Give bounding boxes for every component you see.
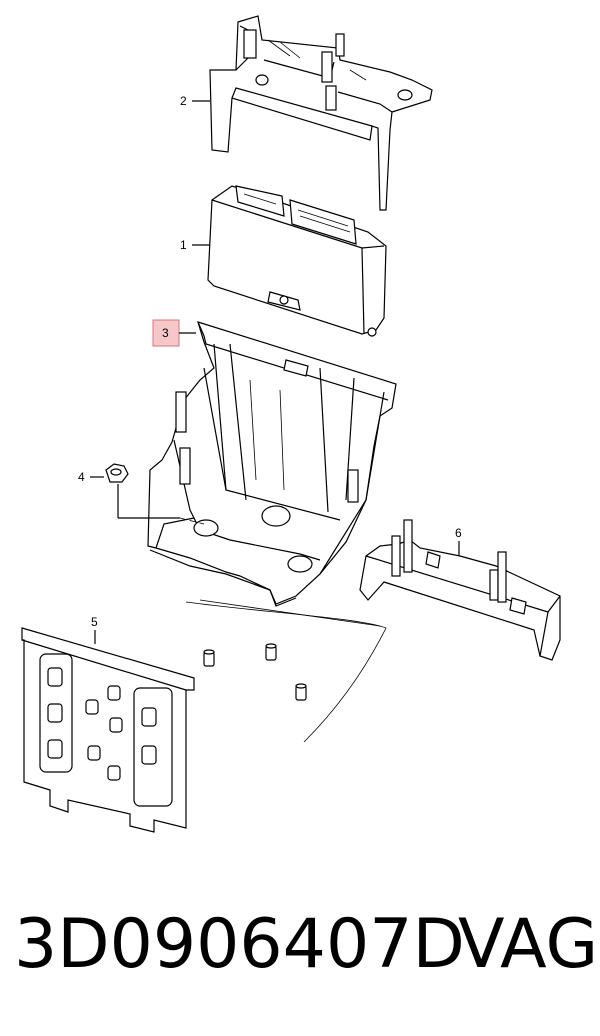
callout-label-3: 3 (162, 326, 169, 340)
brand-label: VAG (458, 905, 599, 984)
callout-4: 4 (78, 470, 104, 484)
exploded-parts-diagram: 2 1 3 4 5 6 (21, 15, 561, 833)
part-3-holder (147, 321, 397, 607)
part-6-connector-bracket (359, 519, 561, 661)
part-number: 3D0906407D (14, 905, 465, 984)
callout-label-5: 5 (91, 615, 98, 629)
callout-3: 3 (152, 319, 196, 347)
callout-5: 5 (91, 615, 98, 644)
callout-label-1: 1 (180, 238, 187, 252)
part-1-control-unit (207, 185, 387, 337)
part-5-relay-plate (21, 627, 195, 833)
footer: 3D0906407D VAG (0, 905, 600, 1005)
callout-label-2: 2 (180, 94, 187, 108)
assembly-guide-lines (185, 599, 387, 743)
callout-6: 6 (455, 526, 462, 556)
callout-2: 2 (180, 94, 210, 108)
part-2-bracket (209, 15, 433, 211)
relay-sockets (47, 667, 157, 781)
callout-label-4: 4 (78, 470, 85, 484)
pins (203, 643, 307, 701)
callout-label-6: 6 (455, 526, 462, 540)
callout-1: 1 (180, 238, 210, 252)
part-4-nut (105, 463, 205, 525)
